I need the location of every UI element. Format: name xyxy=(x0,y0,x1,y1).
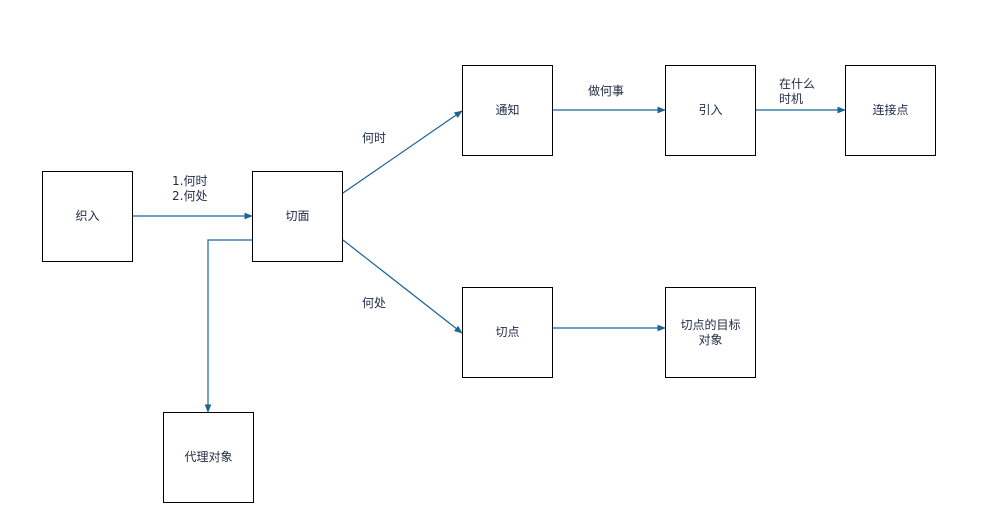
edge-aspect-advice xyxy=(342,110,463,194)
edge-aspect-proxy xyxy=(204,239,252,413)
label-advice-introduction: 做何事 xyxy=(588,84,625,98)
node-target: 切点的目标 对象 xyxy=(665,287,756,378)
node-weaving: 织入 xyxy=(42,171,133,262)
node-advice: 通知 xyxy=(462,65,553,156)
label-aspect-advice: 何时 xyxy=(362,131,387,145)
node-joinpoint: 连接点 xyxy=(845,65,936,156)
label-weaving-aspect: 1.何时 2.何处 xyxy=(172,174,208,203)
label-introduction-joinpoint: 在什么 时机 xyxy=(779,77,816,106)
node-proxy: 代理对象 xyxy=(163,412,254,503)
node-introduction: 引入 xyxy=(665,65,756,156)
node-aspect: 切面 xyxy=(252,171,343,262)
label-aspect-pointcut: 何处 xyxy=(362,296,387,310)
node-pointcut: 切点 xyxy=(462,287,553,378)
edge-aspect-pointcut xyxy=(342,239,463,334)
